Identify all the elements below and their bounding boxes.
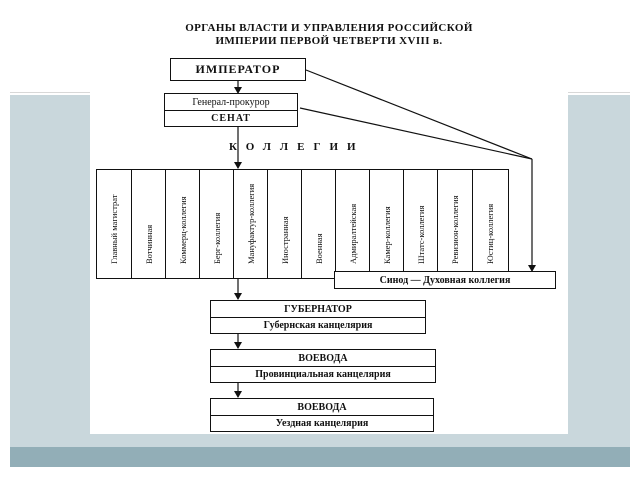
collegium-manufactory: Мануфактур-коллегия (234, 170, 268, 278)
line-emperor-synod (305, 69, 533, 160)
voevoda-district-box: ВОЕВОДА Уездная канцелярия (210, 398, 434, 432)
emperor-box: ИМПЕРАТОР (170, 58, 306, 81)
diagram-title-line-1: ОРГАНЫ ВЛАСТИ И УПРАВЛЕНИЯ РОССИЙСКОЙ (185, 22, 473, 34)
voevoda-district-label: ВОЕВОДА (211, 400, 433, 416)
connector-lines (234, 69, 536, 398)
arrow-senate-collegia (234, 162, 242, 169)
emperor-label: ИМПЕРАТОР (195, 62, 281, 76)
collegium-commerce: Коммерц-коллегия (166, 170, 200, 278)
collegium-shtats: Штатс-коллегия (404, 170, 438, 278)
senate-box: Генерал-прокурор СЕНАТ (164, 93, 298, 127)
arrow-governor-voevoda (234, 342, 242, 349)
governor-box: ГУБЕРНАТОР Губернская канцелярия (210, 300, 426, 334)
district-office-label: Уездная канцелярия (275, 418, 369, 429)
arrow-emperor-senate (234, 87, 242, 94)
collegia-box: Главный магистрат Вотчинная Коммерц-колл… (96, 169, 509, 279)
synod-label: Синод — Духовная коллегия (379, 275, 511, 286)
collegium-kamer: Камер-коллегия (370, 170, 404, 278)
governor-label: ГУБЕРНАТОР (211, 302, 425, 318)
diagram-title-line-2: ИМПЕРИИ ПЕРВОЙ ЧЕТВЕРТИ XVIII в. (215, 35, 443, 47)
collegium-justice: Юстиц-коллегия (485, 203, 495, 264)
voevoda-province-box: ВОЕВОДА Провинциальная канцелярия (210, 349, 436, 383)
arrow-synod (528, 265, 536, 272)
synod-box: Синод — Духовная коллегия (334, 271, 556, 289)
slide-footer-band (10, 447, 630, 467)
diagram-sheet: ОРГАНЫ ВЛАСТИ И УПРАВЛЕНИЯ РОССИЙСКОЙ ИМ… (90, 14, 568, 434)
collegium-revizion: Ревизион-коллегия (438, 170, 473, 278)
collegia-heading: КОЛЛЕГИИ (229, 141, 365, 153)
arrow-collegia-governor (234, 293, 242, 300)
collegium-main-magistrate: Главный магистрат (97, 170, 132, 278)
general-procurator-label: Генерал-прокурор (165, 95, 297, 111)
collegium-foreign: Иностранная (268, 170, 302, 278)
line-senate-synod (299, 107, 533, 160)
collegium-admiralty: Адмиралтейская (336, 170, 370, 278)
senate-label: СЕНАТ (211, 113, 251, 124)
collegium-berg: Берг-коллегия (200, 170, 234, 278)
collegium-votchinnaya: Вотчинная (132, 170, 166, 278)
governor-office-label: Губернская канцелярия (263, 320, 373, 331)
arrow-voevoda-district (234, 391, 242, 398)
provincial-office-label: Провинциальная канцелярия (255, 369, 391, 380)
voevoda-province-label: ВОЕВОДА (211, 351, 435, 367)
collegium-military: Военная (302, 170, 336, 278)
